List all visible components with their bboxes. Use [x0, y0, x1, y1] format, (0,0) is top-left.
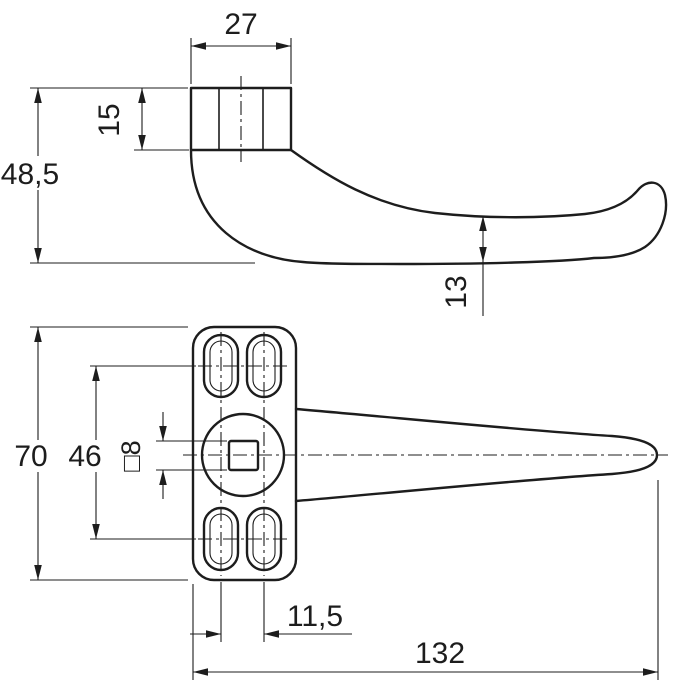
dimension-70: 70 [8, 326, 188, 581]
dim-label-15: 15 [93, 103, 126, 136]
dim-label-13: 13 [440, 275, 473, 308]
dimension-11-5: 11,5 [190, 582, 352, 642]
dim-label-46: 46 [68, 440, 101, 473]
dimension-132: 132 [192, 480, 659, 680]
dim-label-132: 132 [415, 637, 465, 670]
dim-label-background [8, 440, 56, 472]
dimension-27: 27 [190, 8, 292, 84]
dim-label-27: 27 [224, 8, 257, 41]
dimension-square-8: □8 [116, 412, 227, 499]
plan-view-backplate-outline [191, 325, 298, 582]
dim-label-11-5: 11,5 [287, 600, 343, 633]
side-view-handle-outline [189, 86, 668, 266]
dim-label-background [0, 156, 62, 190]
dim-label-48-5: 48,5 [1, 158, 59, 191]
dimension-15: 15 [93, 88, 189, 151]
dimension-46: 46 [62, 365, 196, 540]
dim-label-background [62, 440, 108, 472]
dimension-13: 13 [440, 216, 487, 316]
plan-view-lever-outline [294, 407, 659, 503]
plan-view: 70 46 □8 11,5 [8, 325, 668, 680]
dim-label-70: 70 [14, 440, 47, 473]
dim-label-square-8: □8 [116, 440, 146, 471]
side-view: 27 48,5 15 13 [0, 8, 668, 316]
dimension-48-5: 48,5 [0, 87, 255, 264]
